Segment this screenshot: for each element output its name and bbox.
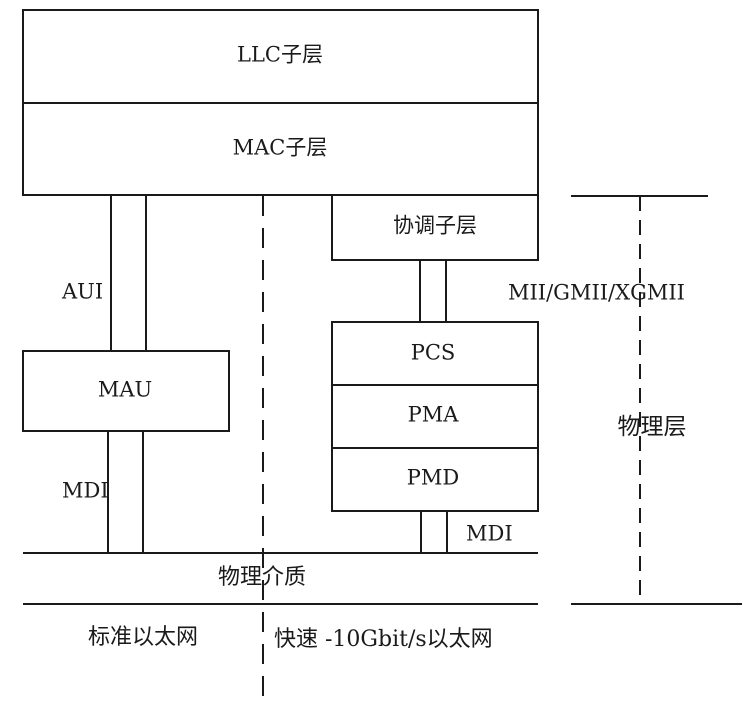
aui-label: AUI: [61, 280, 103, 304]
pcs-label: PCS: [411, 341, 456, 365]
pmd-label: PMD: [407, 466, 459, 490]
reconcile-label: 协调子层: [393, 214, 477, 238]
reconcile-box: [331, 194, 539, 261]
mii-label: MII/GMII/XGMII: [508, 281, 685, 305]
mac-label: MAC子层: [233, 136, 328, 160]
mdi-right-label: MDI: [466, 522, 513, 546]
standard-ethernet-label: 标准以太网: [88, 625, 198, 650]
medium-label: 物理介质: [218, 565, 306, 590]
mau-box: [22, 350, 230, 432]
llc-label: LLC子层: [237, 43, 323, 67]
physical-layer-label: 物理层: [618, 414, 687, 440]
mdi-left-label: MDI: [62, 479, 109, 503]
fast-ethernet-label: 快速 -10Gbit/s以太网: [274, 627, 493, 652]
pmd-box: [331, 447, 539, 512]
pma-label: PMA: [408, 403, 460, 427]
mac-box: [22, 102, 539, 196]
mau-label: MAU: [98, 378, 152, 402]
